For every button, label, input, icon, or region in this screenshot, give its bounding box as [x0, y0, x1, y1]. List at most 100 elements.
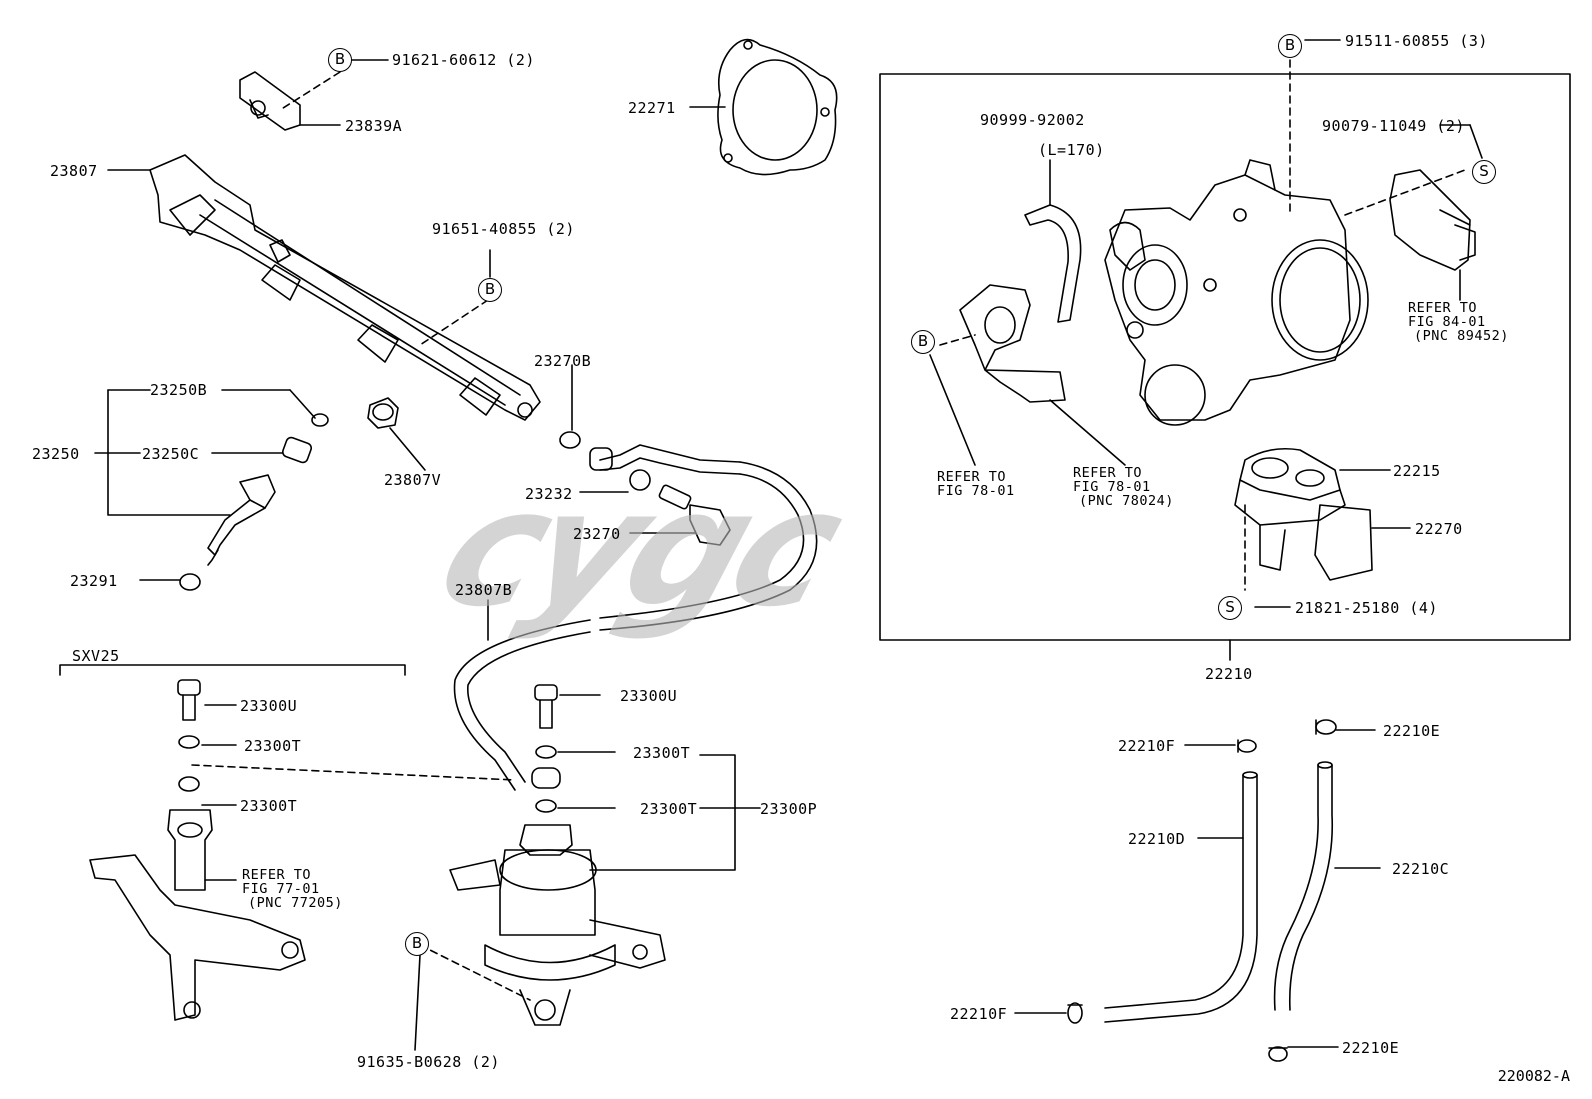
dash-left-to-center [191, 764, 516, 781]
callout-91621-60612: 91621-60612 (2) [392, 51, 535, 69]
callout-90079-11049: 90079-11049 (2) [1322, 117, 1465, 135]
callout-22270: 22270 [1415, 520, 1463, 538]
callout-23250c: 23250C [142, 445, 200, 463]
marker-s-21821: S [1218, 596, 1242, 620]
reference-fig84-line1: REFER TO [1408, 300, 1478, 316]
bracket-fig78 [959, 284, 1066, 403]
reference-fig84-line3: (PNC 89452) [1414, 328, 1509, 344]
reference-fig78-a: REFER TO FIG 78-01 [937, 470, 1015, 498]
reference-fig78-b-line3: (PNC 78024) [1079, 493, 1174, 509]
gasket-23270b [559, 431, 581, 449]
reference-fig78-a-line2: FIG 78-01 [937, 483, 1015, 499]
callout-23807v: 23807V [384, 471, 442, 489]
leader-fig78-a [929, 354, 976, 466]
hose-length-note: (L=170) [1038, 141, 1105, 159]
throttle-body [1104, 159, 1369, 426]
dash-91635 [419, 944, 531, 1001]
throttle-position-sensor [1389, 169, 1476, 271]
callout-22215: 22215 [1393, 462, 1441, 480]
callout-21821-25180: 21821-25180 (4) [1295, 599, 1438, 617]
marker-b-91621: B [328, 48, 352, 72]
callout-22210e-top: 22210E [1383, 722, 1441, 740]
bracket-23839a [239, 71, 301, 131]
callout-22271: 22271 [628, 99, 676, 117]
marker-b-91635: B [405, 932, 429, 956]
callout-22210f-bottom: 22210F [950, 1005, 1008, 1023]
leader-fig78-b [1049, 399, 1126, 466]
callout-23232: 23232 [525, 485, 573, 503]
callout-90999-92002: 90999-92002 [980, 111, 1085, 129]
clip-22210f-top [1237, 739, 1257, 753]
callout-91511-60855: 91511-60855 (3) [1345, 32, 1488, 50]
callout-23270: 23270 [573, 525, 621, 543]
dash-91621 [279, 71, 341, 111]
callout-left-23300t-b: 23300T [240, 797, 298, 815]
reference-fig78-a-line1: REFER TO [937, 469, 1007, 485]
callout-22210: 22210 [1205, 665, 1253, 683]
watermark: cygc [419, 455, 857, 642]
reference-fig77-line1: REFER TO [242, 867, 312, 883]
leader-23250b-b [289, 389, 316, 419]
reference-fig77-line2: FIG 77-01 [242, 881, 320, 897]
callout-23807b: 23807B [455, 581, 513, 599]
reference-fig78-b: REFER TO FIG 78-01 (PNC 78024) [1073, 466, 1174, 508]
group-label-sxv25: SXV25 [72, 647, 120, 665]
bracket-23300p [589, 754, 736, 871]
marker-s-90079: S [1472, 160, 1496, 184]
reference-fig84: REFER TO FIG 84-01 (PNC 89452) [1408, 301, 1509, 343]
group-bracket-sxv25 [59, 664, 406, 676]
pressure-regulator-left [89, 679, 306, 1021]
reference-fig77: REFER TO FIG 77-01 (PNC 77205) [242, 868, 343, 910]
callout-23291: 23291 [70, 572, 118, 590]
pressure-regulator-center [449, 684, 666, 1026]
callout-22210f-top: 22210F [1118, 737, 1176, 755]
clip-22210e-top [1315, 719, 1337, 735]
callout-23807: 23807 [50, 162, 98, 180]
callout-23300p: 23300P [760, 800, 818, 818]
marker-b-91651: B [478, 278, 502, 302]
gasket-22271 [717, 38, 838, 176]
fuel-delivery-pipe [149, 154, 541, 421]
callout-23250: 23250 [32, 445, 80, 463]
reference-fig78-b-line1: REFER TO [1073, 465, 1143, 481]
callout-center-23300t-a: 23300T [633, 744, 691, 762]
marker-b-91511: B [1278, 34, 1302, 58]
reference-fig84-line2: FIG 84-01 [1408, 314, 1486, 330]
hose-22210d [1104, 771, 1258, 1023]
callout-91635-b0628: 91635-B0628 (2) [357, 1053, 500, 1071]
gasket-23232 [629, 469, 651, 491]
callout-91651-40855: 91651-40855 (2) [432, 220, 575, 238]
callout-center-23300t-b: 23300T [640, 800, 698, 818]
callout-left-23300u: 23300U [240, 697, 298, 715]
bracket-23250 [107, 389, 231, 516]
leader-23807v [389, 427, 426, 471]
callout-left-23300t-a: 23300T [244, 737, 302, 755]
fuel-pipe-23807b [453, 444, 818, 791]
callout-center-23300u: 23300U [620, 687, 678, 705]
callout-23839a: 23839A [345, 117, 403, 135]
leader-91635 [414, 954, 421, 1051]
fuel-injector [179, 413, 329, 591]
marker-b-bracket: B [911, 330, 935, 354]
throttle-body-group-frame [879, 73, 1571, 641]
dash-90079 [1344, 169, 1466, 216]
dash-bracket-b [939, 334, 976, 346]
clip-22210f-bottom [1067, 1002, 1083, 1024]
hose-22210c [1273, 761, 1334, 1011]
idle-air-control-valve [1234, 447, 1373, 581]
dash-91651 [419, 299, 489, 346]
insulator-23807v [367, 397, 399, 429]
reference-fig77-line3: (PNC 77205) [248, 895, 343, 911]
hose-90999 [1024, 204, 1082, 323]
callout-22210c: 22210C [1392, 860, 1450, 878]
callout-23250b: 23250B [150, 381, 208, 399]
reference-fig78-b-line2: FIG 78-01 [1073, 479, 1151, 495]
clip-22210e-bottom [1268, 1046, 1288, 1062]
union-bolt-23270 [658, 484, 731, 546]
callout-22210e-bottom: 22210E [1342, 1039, 1400, 1057]
diagram-id: 220082-A [1497, 1067, 1570, 1085]
callout-23270b: 23270B [534, 352, 592, 370]
callout-22210d: 22210D [1128, 830, 1186, 848]
